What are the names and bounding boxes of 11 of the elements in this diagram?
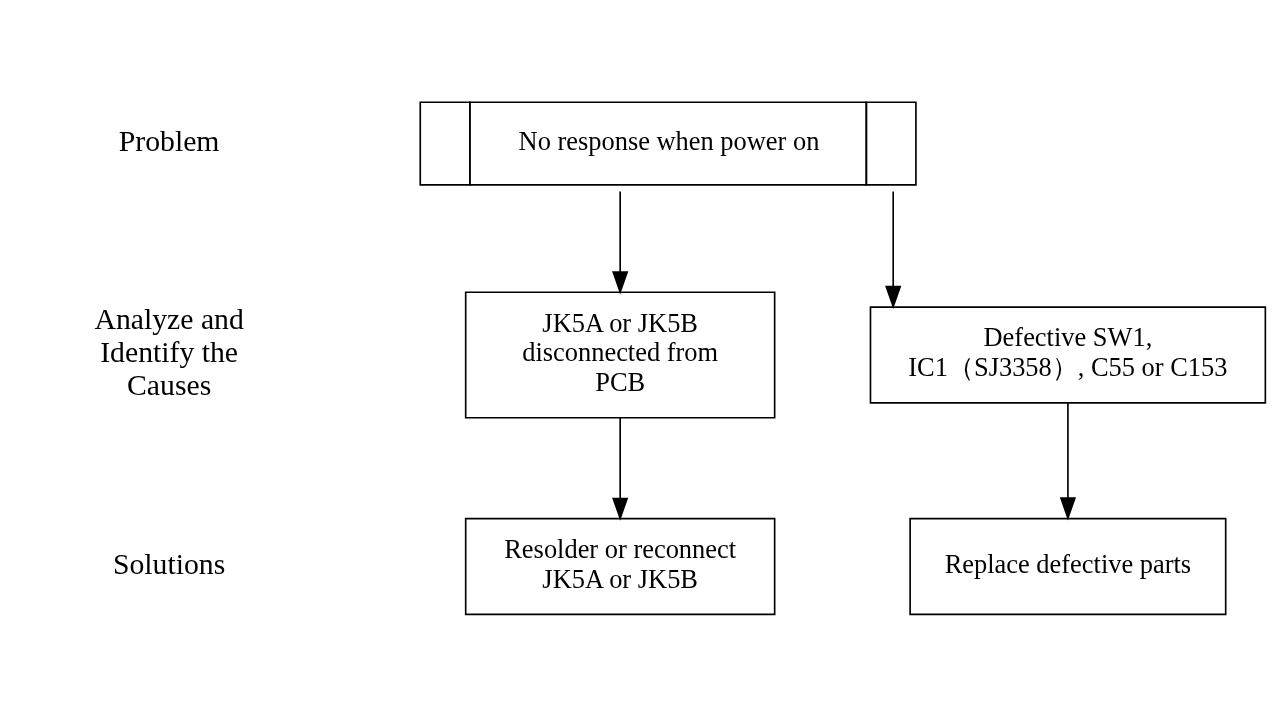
node-box: JK5A or JK5B disconnected from PCB [464, 290, 776, 419]
label: Solutions [112, 547, 226, 580]
arrow [612, 416, 629, 521]
arrow [1059, 401, 1076, 520]
label: Problem [118, 124, 220, 157]
node-box: Defective SW1, IC1（SJ3358）, C55 or C153 [869, 305, 1267, 404]
label: Analyze and Identify the Causes [94, 302, 244, 401]
node-box: Resolder or reconnect JK5A or JK5B [464, 517, 776, 615]
arrow [885, 190, 902, 309]
node-box: Replace defective parts [909, 517, 1227, 615]
arrow [612, 190, 629, 294]
